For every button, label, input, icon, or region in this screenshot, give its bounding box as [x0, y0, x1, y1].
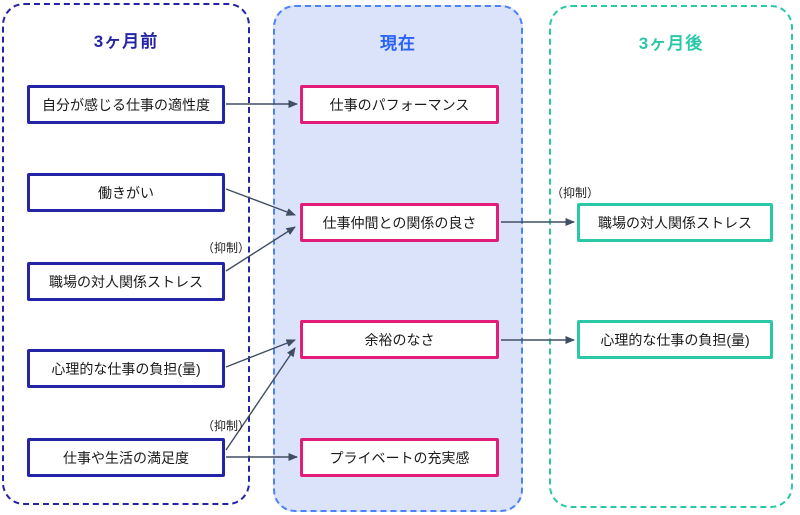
column-future: 3ヶ月後 — [549, 5, 793, 508]
node-future-interpersonal-stress: 職場の対人関係ストレス — [577, 203, 773, 242]
node-past-worth: 働きがい — [27, 173, 225, 212]
column-present: 現在 — [273, 5, 523, 512]
node-present-coworker-relationship: 仕事仲間との関係の良さ — [300, 203, 499, 242]
node-future-mental-load: 心理的な仕事の負担(量) — [577, 320, 773, 359]
suppression-label-future-edge: （抑制） — [551, 186, 600, 200]
suppression-label-satisfaction-edge: （抑制） — [202, 419, 251, 433]
column-header-past: 3ヶ月前 — [93, 32, 159, 51]
node-past-interpersonal-stress: 職場の対人関係ストレス — [27, 262, 225, 301]
node-past-mental-load: 心理的な仕事の負担(量) — [27, 349, 225, 388]
column-header-future: 3ヶ月後 — [638, 34, 704, 53]
node-present-lack-of-margin: 余裕のなさ — [300, 320, 499, 359]
node-present-private-fulfillment: プライベートの充実感 — [300, 438, 499, 477]
node-past-satisfaction: 仕事や生活の満足度 — [27, 438, 225, 477]
node-present-performance: 仕事のパフォーマンス — [300, 85, 499, 124]
column-header-present: 現在 — [380, 34, 416, 53]
suppression-label-stress-edge: （抑制） — [202, 241, 251, 255]
node-past-aptitude: 自分が感じる仕事の適性度 — [27, 85, 225, 124]
